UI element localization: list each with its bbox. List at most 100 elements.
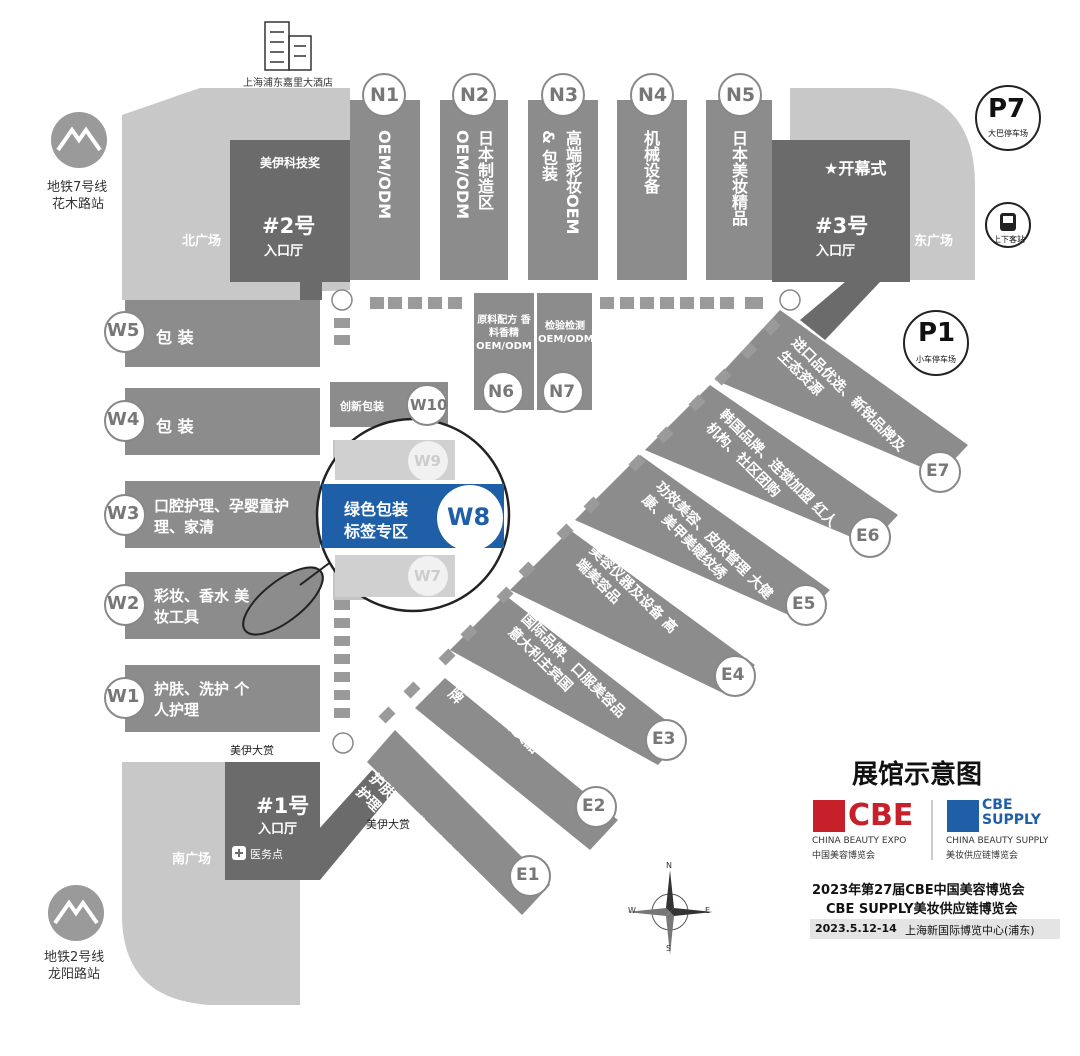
n2-name: 日本制造区 OEM/ODM: [453, 130, 494, 220]
w1-code: W1: [107, 686, 140, 707]
map-title: 展馆示意图: [852, 760, 983, 790]
entrance-1-label: 入口厅: [258, 822, 298, 837]
e7-name: 进口品优选、新锐品牌及生态资源: [774, 334, 909, 455]
shuttle-icon-s: [332, 732, 354, 754]
w4-name: 包 装: [156, 417, 194, 436]
event-line2: CBE SUPPLY美妆供应链博览会: [826, 902, 1018, 917]
connector-w: [300, 282, 322, 300]
w7-code: W7: [414, 567, 441, 585]
west-badges: [104, 311, 448, 719]
east-halls: [367, 310, 968, 915]
p1-label: 小车停车场: [916, 355, 956, 364]
w2-name: 彩妆、香水 美妆工具: [154, 587, 250, 626]
n6-code: N6: [488, 382, 515, 402]
supply-logo-mark: [947, 800, 979, 832]
metro2-station: 龙阳路站: [48, 967, 101, 982]
w3-name: 口腔护理、孕婴童护理、家清: [154, 497, 290, 536]
n3-code: N3: [549, 84, 579, 106]
e3-name: 国际品牌、口服美容品 意大利主宾国: [504, 610, 629, 722]
opening-ceremony-label: ★开幕式: [824, 159, 887, 178]
w10-code: W10: [410, 396, 448, 414]
hall-N5[interactable]: [706, 100, 772, 280]
award-label-west: 美伊大赏: [230, 744, 274, 757]
hall-W4[interactable]: [125, 388, 320, 455]
w4-code: W4: [107, 409, 140, 430]
hall-N2[interactable]: [440, 100, 508, 280]
booth-strip-north: [370, 297, 763, 309]
shuttle-icon-n: [331, 289, 353, 311]
entrance-3-num: #3号: [815, 214, 869, 238]
south-plaza-label: 南广场: [172, 852, 212, 867]
hall-N3[interactable]: [528, 100, 598, 280]
w7-badge: [408, 556, 448, 596]
hall-E5[interactable]: [575, 455, 830, 620]
supply-cn: 美妆供应链博览会: [946, 851, 1019, 861]
w10-name: 创新包装: [340, 400, 384, 413]
metro2-line: 地铁2号线: [44, 950, 105, 965]
n5-name: 日本美妆精品: [729, 130, 748, 226]
medical-label: 医务点: [250, 848, 283, 861]
hall-W5[interactable]: [125, 300, 320, 367]
p1-badge[interactable]: [903, 310, 969, 376]
n1-code: N1: [370, 84, 400, 106]
supply-mark: CBE SUPPLY: [982, 797, 1041, 828]
magnifier-handle: [242, 566, 324, 636]
hall-E7[interactable]: [715, 310, 968, 475]
n1-name: OEM/ODM: [375, 130, 394, 220]
entrance-3-hall: [772, 140, 910, 282]
booth-strip-west: [334, 318, 350, 718]
north-plaza-label: 北广场: [182, 234, 222, 249]
e4-code: E4: [721, 665, 745, 685]
award-tech-label: 美伊科技奖: [260, 156, 321, 170]
hall-W1[interactable]: [125, 665, 320, 732]
cbe-cn: 中国美容博览会: [812, 851, 876, 861]
compass-w: W: [628, 906, 636, 915]
hall-N1[interactable]: [350, 100, 420, 280]
hall-E1[interactable]: [367, 730, 550, 915]
e3-code: E3: [652, 729, 676, 749]
n3-name: 高端彩妆OEM & 包装: [539, 130, 582, 235]
hall-E4[interactable]: [510, 530, 755, 695]
e4-name: 美容仪器及设备 高端美容品: [572, 542, 680, 637]
e1-name: 护肤、面膜、个人护理 男士护理: [352, 770, 500, 905]
hall-E6[interactable]: [645, 385, 898, 545]
metro7-station: 花木路站: [52, 197, 105, 212]
event-line1: 2023年第27届CBE中国美容博览会: [812, 883, 1025, 898]
hall-E3[interactable]: [450, 595, 685, 765]
n4-name: 机械设备: [641, 130, 660, 194]
n2-code: N2: [460, 84, 490, 106]
north-badges: [362, 73, 762, 117]
metro-logo-7: [51, 112, 107, 168]
entrance-2-label: 入口厅: [264, 244, 304, 259]
p1-code: P1: [918, 318, 956, 348]
p7-code: P7: [988, 94, 1026, 124]
e6-code: E6: [856, 526, 880, 546]
hall-W3[interactable]: [125, 481, 320, 548]
compass-s: S: [666, 944, 672, 953]
center-badges: [482, 371, 584, 413]
e2-name: 国际组团 欧美品牌: [444, 672, 543, 757]
w8-name-line1: 绿色包装: [344, 500, 409, 519]
hall-E2[interactable]: [415, 678, 618, 850]
p7-badge[interactable]: [975, 85, 1041, 151]
w1-name: 护肤、洗护 个人护理: [154, 680, 250, 719]
e5-name: 功效美容、皮肤管理 大健康、美甲美睫纹绣: [638, 478, 776, 603]
w5-name: 包 装: [156, 328, 194, 347]
w5-code: W5: [107, 320, 140, 341]
e5-code: E5: [792, 594, 816, 614]
w8-name-line2: 标签专区: [344, 522, 409, 541]
metro-logo-2: [48, 885, 104, 941]
e2-code: E2: [582, 796, 606, 816]
hall-N4[interactable]: [617, 100, 687, 280]
shuttle-icon-e: [779, 289, 801, 311]
cbe-en: CHINA BEAUTY EXPO: [812, 836, 907, 846]
event-date: 2023.5.12-14: [815, 922, 897, 935]
entrance-2-hall: [230, 140, 350, 282]
n7-code: N7: [549, 382, 576, 402]
n7-name: 检验检测 OEM/ODM: [538, 321, 594, 345]
award-label-east: 美伊大赏: [366, 818, 410, 831]
w9-badge: [408, 441, 448, 481]
n4-code: N4: [638, 84, 668, 106]
